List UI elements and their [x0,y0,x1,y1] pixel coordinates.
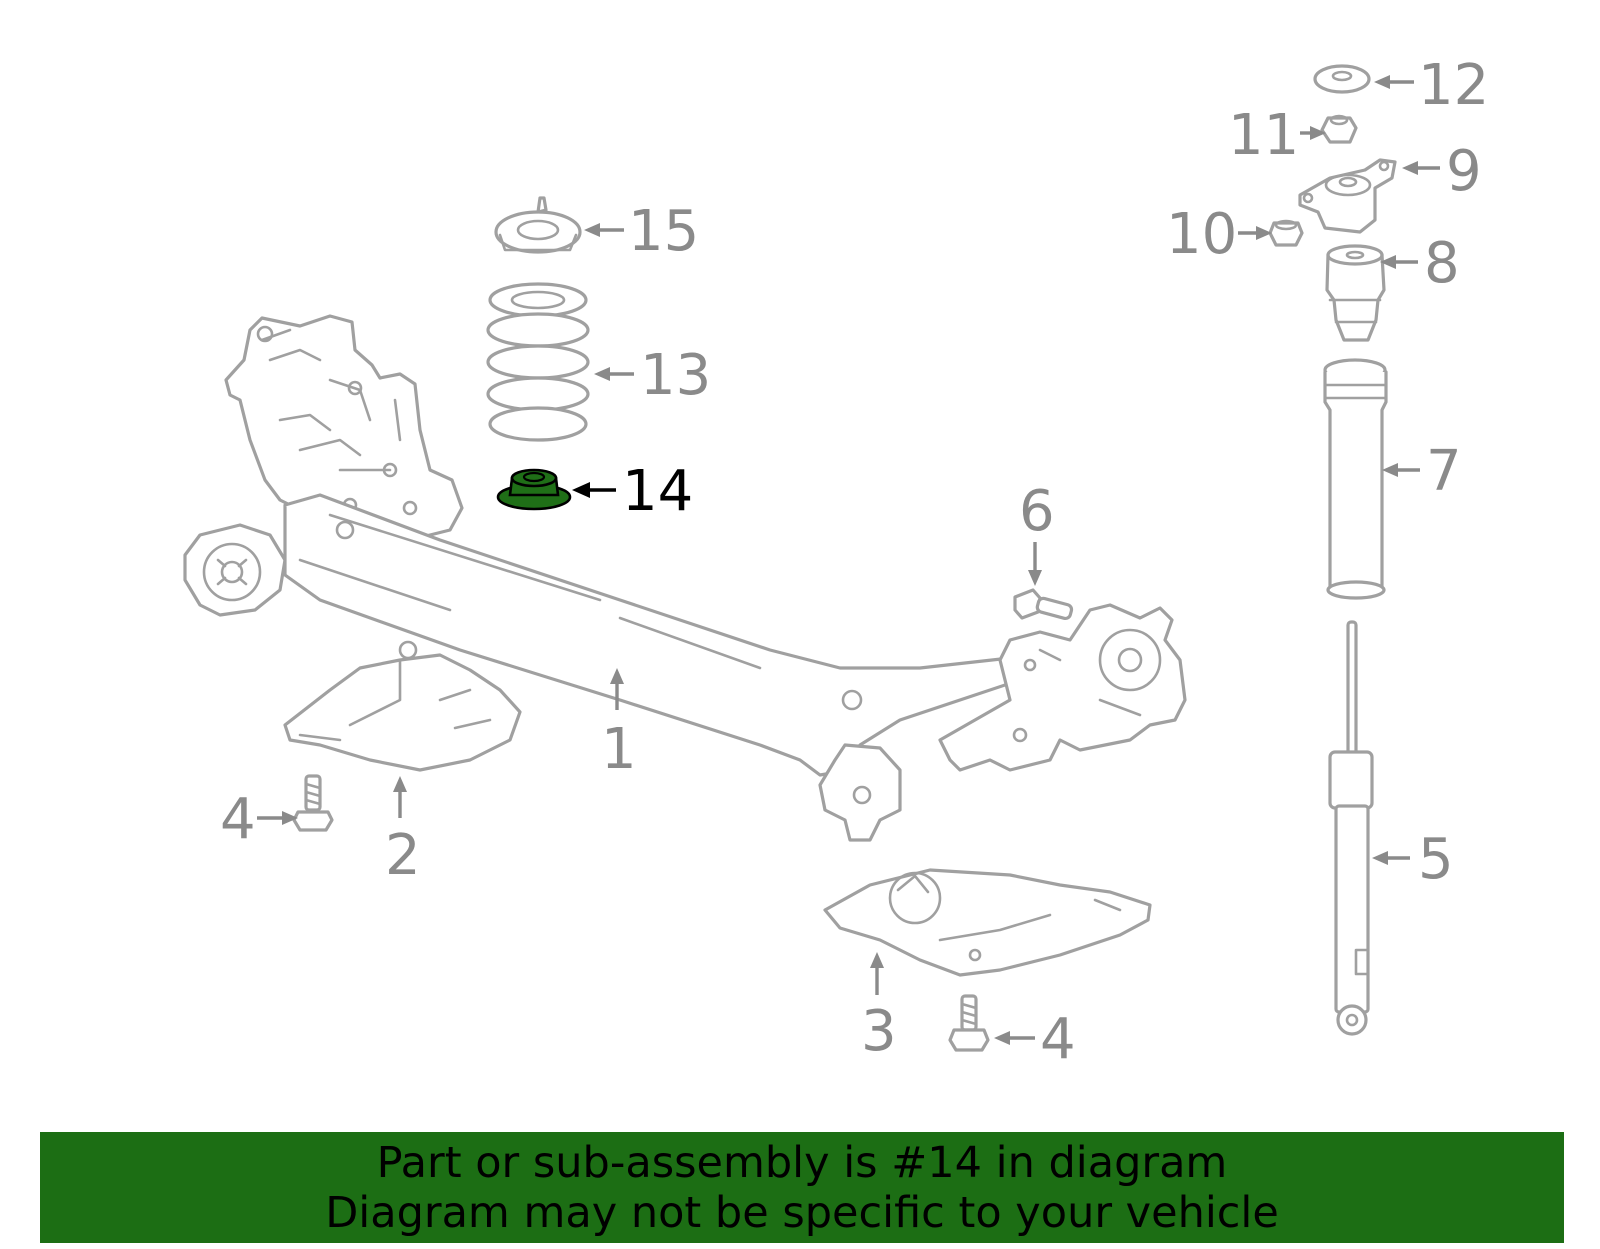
shock-absorber-part [1328,620,1374,1036]
callout-9: 9 [1446,139,1482,204]
callout-12: 12 [1418,53,1489,118]
coil-spring-part [486,282,590,442]
lower-spring-seat-part-highlighted [496,468,572,511]
banner-line-part-number: Part or sub-assembly is #14 in diagram [376,1138,1228,1188]
washer-part-12 [1313,64,1371,94]
axle-beam-part [183,314,1187,842]
callout-7: 7 [1426,439,1462,504]
upper-spring-seat-part [494,196,582,254]
callout-2: 2 [385,823,421,888]
callout-10: 10 [1166,202,1237,267]
bolt-part-6 [1013,588,1074,621]
callout-4-left: 4 [220,787,256,852]
bolt-part-left [292,774,334,832]
banner-line-disclaimer: Diagram may not be specific to your vehi… [325,1188,1279,1238]
upper-mount-part [1298,158,1397,234]
callout-5: 5 [1418,827,1454,892]
callout-1: 1 [601,717,637,782]
nut-part-11 [1320,114,1358,144]
callout-14-highlighted: 14 [622,459,693,524]
callout-8: 8 [1424,231,1460,296]
bolt-part-right [948,994,990,1052]
parts-diagram: 1 2 3 4 4 5 6 7 8 9 10 11 12 13 15 14 [183,53,1489,1072]
callout-4-right: 4 [1040,1007,1076,1072]
callout-arrows [257,75,1440,1045]
bump-stop-part [1325,244,1386,342]
callout-13: 13 [640,343,711,408]
callout-15: 15 [628,199,699,264]
callout-3: 3 [861,999,897,1064]
callout-11: 11 [1228,103,1299,168]
left-shield-part [283,640,522,772]
dust-boot-part [1323,358,1388,600]
nut-part-10 [1268,219,1304,247]
right-shield-part [823,868,1152,977]
info-banner: Part or sub-assembly is #14 in diagram D… [40,1132,1564,1243]
callout-6: 6 [1019,479,1055,544]
